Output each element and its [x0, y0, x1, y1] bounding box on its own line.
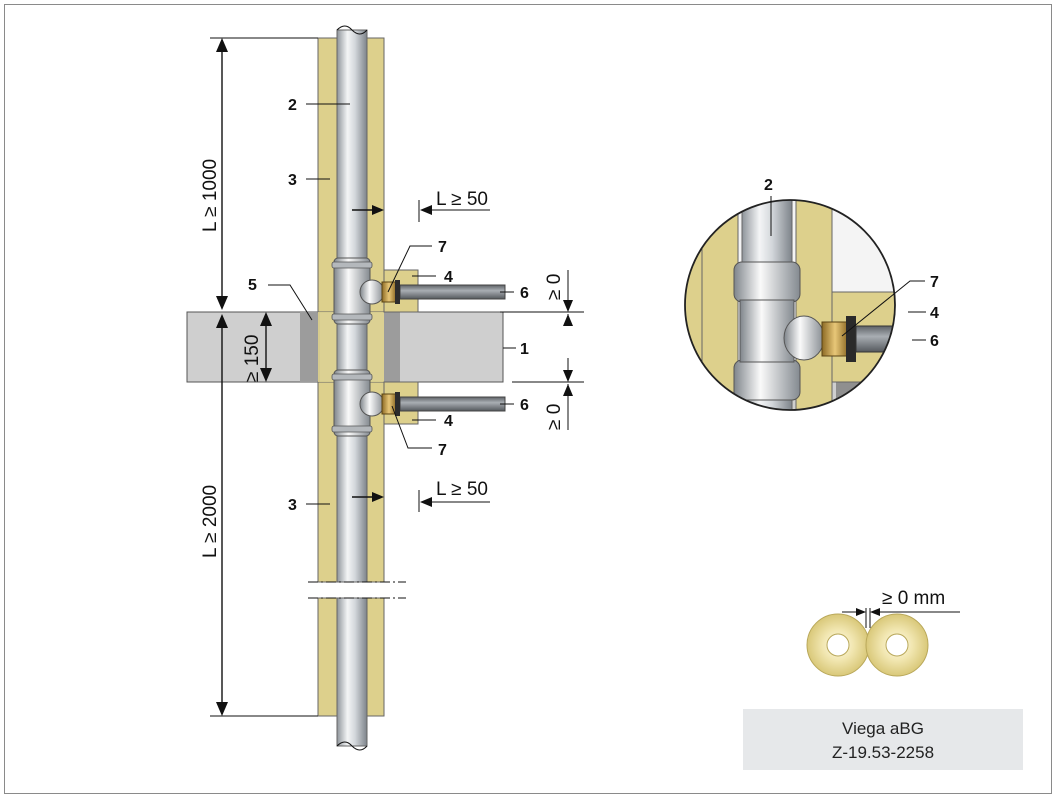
detail-label-branch-pipe: 6: [930, 333, 939, 350]
dim-upper-branch-gap: ≥ 0: [544, 274, 565, 300]
dim-upper-length: L ≥ 1000: [200, 159, 221, 232]
label-insulation-upper: 3: [288, 172, 297, 189]
label-branch-insulation-lower: 4: [444, 413, 453, 430]
label-fitting-upper: 7: [438, 239, 447, 256]
dim-slab-thickness: ≥ 150: [242, 335, 263, 382]
label-ceiling-gap: 5: [248, 277, 257, 294]
insulation-rings: [806, 608, 960, 677]
dim-lower-branch-length: L ≥ 50: [436, 479, 488, 500]
label-insulation-lower: 3: [288, 497, 297, 514]
dim-ring-spacing: ≥ 0 mm: [882, 588, 945, 609]
label-pipe: 2: [288, 97, 297, 114]
label-branch-insulation-upper: 4: [444, 269, 453, 286]
dim-lower-branch-gap: ≥ 0: [544, 404, 565, 430]
dimension-lines: [210, 37, 584, 717]
detail-magnifier: [684, 196, 926, 411]
left-leaders: [268, 103, 516, 505]
approval-line-1: Viega aBG: [842, 719, 924, 738]
label-branch-pipe-upper: 6: [520, 285, 529, 302]
approval-line-2: Z-19.53-2258: [832, 743, 934, 762]
label-branch-pipe-lower: 6: [520, 397, 529, 414]
label-fitting-lower: 7: [438, 442, 447, 459]
detail-label-branch-insulation: 4: [930, 305, 939, 322]
dim-upper-branch-length: L ≥ 50: [436, 189, 488, 210]
brass-adapters: [381, 280, 400, 416]
approval-stamp: Viega aBG Z-19.53-2258: [743, 709, 1023, 770]
tee-fittings: [331, 257, 385, 437]
diagram-frame: [4, 4, 1052, 794]
detail-label-fitting: 7: [930, 274, 939, 291]
detail-label-pipe: 2: [764, 177, 773, 194]
dim-lower-length: L ≥ 2000: [200, 485, 221, 558]
label-slab: 1: [520, 341, 529, 358]
